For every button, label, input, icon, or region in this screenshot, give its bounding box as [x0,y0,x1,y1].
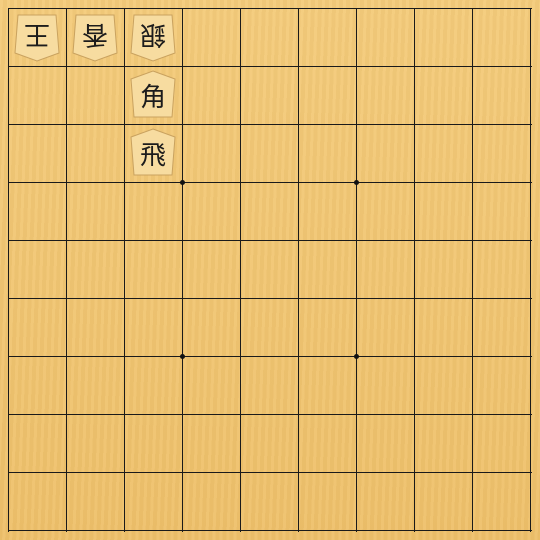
rook-piece[interactable]: 飛 [128,127,178,179]
piece-shape-icon [14,14,60,62]
piece-shape-icon [130,128,176,176]
grid-line-vertical [66,8,67,532]
piece-label: 王 [24,19,51,49]
piece-shape-icon [130,70,176,118]
grid-line-horizontal [8,530,532,531]
grid-line-horizontal [8,8,532,9]
piece-label: 角 [139,83,166,113]
lance-piece[interactable]: 香 [70,11,120,63]
grid-line-vertical [530,8,531,532]
grid-line-horizontal [8,240,532,241]
grid-line-horizontal [8,472,532,473]
grid-line-vertical [356,8,357,532]
grid-line-horizontal [8,182,532,183]
grid-line-vertical [182,8,183,532]
piece-shape-icon [72,14,118,62]
star-point [354,180,359,185]
grid-line-vertical [8,8,9,532]
star-point [354,354,359,359]
silver-general-piece[interactable]: 銀 [128,11,178,63]
grid-line-horizontal [8,124,532,125]
king-piece[interactable]: 王 [12,11,62,63]
grid-line-horizontal [8,414,532,415]
grid-line-vertical [414,8,415,532]
grid-line-vertical [124,8,125,532]
piece-label: 銀 [140,19,167,49]
piece-label: 飛 [139,141,166,171]
bishop-piece[interactable]: 角 [128,69,178,121]
grid-line-horizontal [8,298,532,299]
piece-shape-icon [130,14,176,62]
grid-line-horizontal [8,66,532,67]
grid-line-vertical [298,8,299,532]
grid-line-horizontal [8,356,532,357]
piece-label: 香 [82,19,109,49]
grid-line-vertical [472,8,473,532]
star-point [180,180,185,185]
star-point [180,354,185,359]
grid-line-vertical [240,8,241,532]
